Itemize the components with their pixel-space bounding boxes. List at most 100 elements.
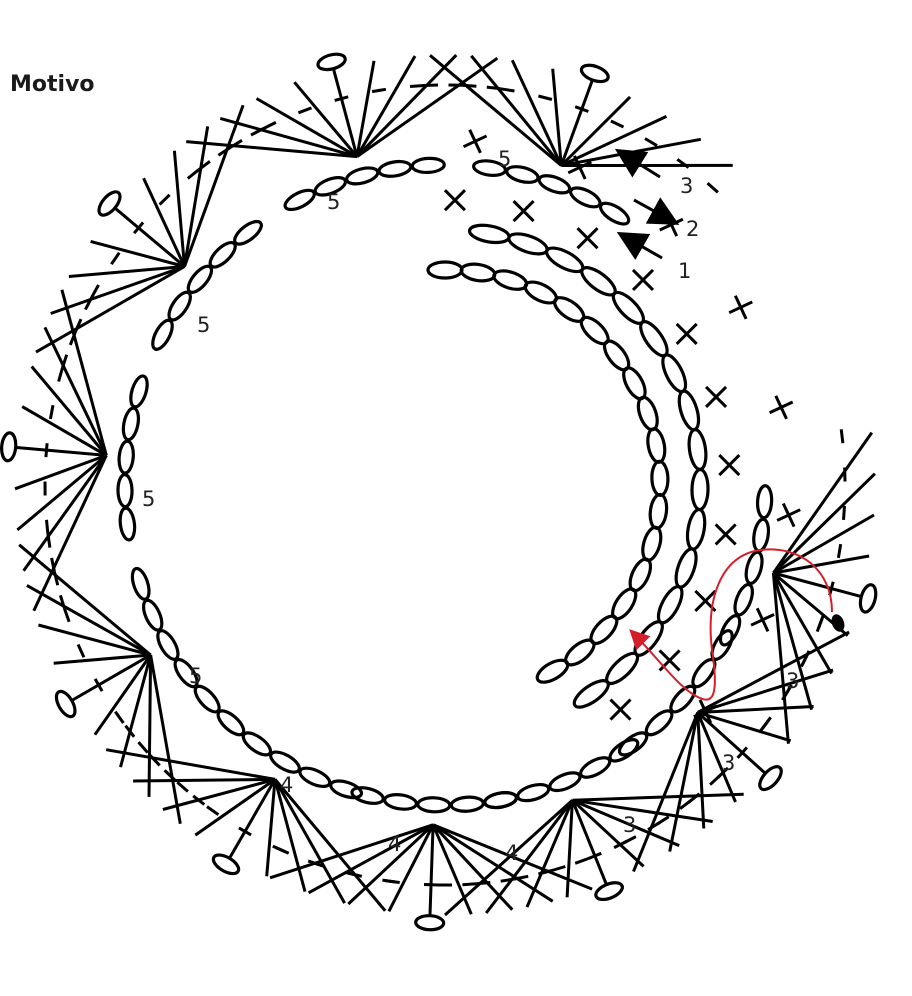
picot-chain	[1, 432, 17, 461]
stitch-bar	[177, 782, 188, 791]
chain-stitch	[282, 186, 317, 213]
double-crochet-stitch	[486, 800, 572, 913]
chain-stitch	[451, 796, 484, 812]
chain-count-label: 5	[189, 664, 202, 688]
chain-stitch	[616, 729, 650, 759]
stitch-bar	[78, 645, 84, 658]
stitch-bar	[575, 859, 588, 864]
chain-stitch	[240, 729, 274, 759]
double-crochet-stitch	[572, 794, 743, 800]
chain-count-label: 3	[623, 813, 636, 837]
chain-stitch	[675, 389, 702, 432]
chain-stitch	[119, 507, 137, 540]
chain-stitch	[129, 567, 152, 602]
stitch-bar	[65, 609, 70, 622]
chain-stitch	[128, 374, 151, 409]
stitch-bar	[410, 86, 424, 87]
single-crochet-stitch	[464, 130, 487, 153]
double-crochet-stitch	[106, 750, 275, 780]
row-label-3: 3	[680, 174, 693, 198]
stitch-bar	[46, 443, 47, 457]
chain-stitch	[639, 525, 664, 562]
single-crochet-stitches	[445, 130, 800, 723]
stitch-bar	[59, 368, 63, 382]
stitch-bar	[207, 807, 218, 815]
double-crochet-stitch	[149, 655, 151, 797]
double-crochet-stitch	[133, 779, 275, 781]
shell-fan	[760, 429, 878, 744]
stitch-bar	[92, 285, 99, 297]
chain-stitch	[568, 184, 603, 211]
picot-chain	[95, 188, 124, 218]
chain-stitch	[635, 395, 661, 432]
chain-stitch	[121, 407, 141, 441]
stitch-bar	[611, 121, 624, 127]
chain-count-label: 3	[786, 669, 799, 693]
chain-rings	[118, 158, 773, 813]
chain-stitch	[547, 769, 582, 794]
stitch-bar	[476, 883, 490, 884]
shell-fan	[186, 52, 501, 170]
chain-stitch	[752, 518, 771, 552]
stitch-bar	[424, 885, 438, 886]
chain-stitch	[534, 656, 571, 687]
double-crochet-stitch	[430, 825, 433, 915]
chain-stitch	[654, 583, 687, 626]
single-crochet-stitch	[719, 455, 739, 475]
picot-chain	[858, 583, 879, 614]
fasten-off-dot	[829, 612, 846, 633]
stitch-bar	[47, 520, 48, 534]
chain-stitch	[645, 427, 667, 463]
stitch-bar	[298, 108, 311, 113]
chain-stitch	[345, 165, 380, 187]
single-crochet-stitch	[660, 650, 680, 670]
stitch-bar	[710, 775, 720, 784]
stitch-bar	[54, 572, 57, 586]
picot-chain	[415, 915, 443, 930]
single-crochet-stitch	[706, 387, 726, 407]
double-crochet-stitch	[275, 779, 345, 903]
chain-stitch	[378, 159, 412, 178]
chain-stitch	[658, 352, 690, 395]
single-crochet-stitch	[777, 504, 800, 527]
stitch-bar	[139, 742, 148, 753]
chain-count-label: 4	[505, 841, 518, 865]
single-crochet-stitch	[751, 608, 774, 631]
stitch-bar	[538, 96, 552, 100]
single-crochet-stitch	[729, 296, 752, 319]
chain-stitch	[428, 262, 462, 278]
double-crochet-stitch	[670, 713, 698, 852]
picot-chain	[53, 688, 79, 719]
chain-stitch	[350, 785, 384, 806]
chain-stitch	[468, 223, 510, 246]
double-crochet-stitch	[430, 55, 561, 165]
double-crochet-stitch	[567, 800, 572, 897]
row-label-1: 1	[678, 259, 691, 283]
stitch-bar	[487, 87, 501, 89]
chain-stitch	[687, 429, 708, 471]
chain-stitch	[149, 317, 176, 352]
shell-fan	[270, 825, 592, 930]
stitch-bar	[386, 881, 400, 883]
chain-stitch	[543, 243, 586, 276]
stitch-bar	[372, 89, 386, 91]
chain-count-label: 5	[498, 147, 511, 171]
chain-stitch	[672, 546, 700, 589]
stitch-bar	[552, 867, 565, 871]
stitch-bar	[111, 253, 119, 265]
chain-stitch	[231, 217, 265, 248]
stitch-bar	[276, 848, 289, 854]
chain-stitch	[118, 441, 135, 474]
double-crochet-stitch	[527, 800, 572, 907]
chain-stitch	[692, 469, 709, 509]
chain-stitch	[506, 230, 549, 258]
chain-stitch	[685, 508, 708, 550]
chain-stitch	[731, 582, 756, 617]
picot-chain	[210, 851, 241, 877]
stitch-bar	[838, 544, 840, 558]
stitch-bar	[50, 405, 53, 419]
chain-stitch	[537, 172, 572, 196]
chain-stitch	[743, 551, 765, 586]
chain-stitch	[570, 676, 612, 712]
picot-chain	[579, 62, 610, 85]
